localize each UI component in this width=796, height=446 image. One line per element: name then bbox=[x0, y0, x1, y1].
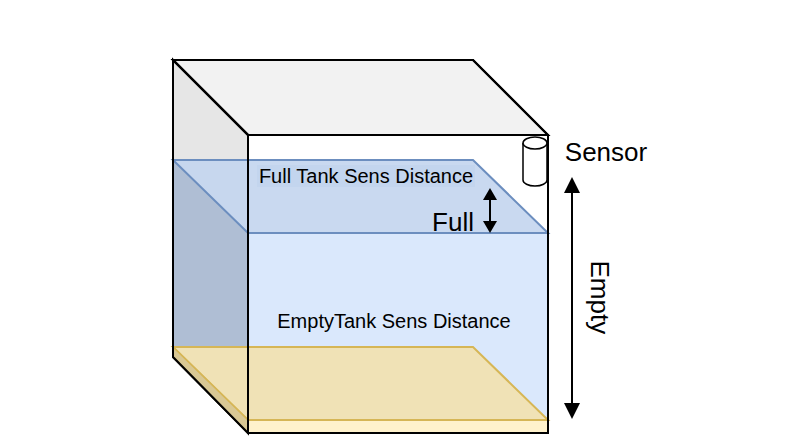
tank-edge bbox=[173, 60, 248, 433]
arrow-head bbox=[483, 221, 497, 233]
empty-label: Empty bbox=[586, 260, 615, 334]
arrow-head bbox=[564, 177, 580, 193]
tank-edge bbox=[173, 60, 548, 135]
tank-edge bbox=[248, 135, 548, 433]
sediment-side bbox=[173, 347, 248, 433]
arrow-head bbox=[483, 188, 497, 200]
water-surface bbox=[173, 160, 548, 233]
distance-label: Full Tank Sens Distance bbox=[257, 165, 475, 187]
full-arrow bbox=[483, 188, 497, 233]
sediment-front bbox=[248, 420, 548, 433]
sensor-symbol bbox=[523, 137, 547, 186]
sensor-top bbox=[523, 137, 547, 149]
arrow-head bbox=[564, 403, 580, 419]
sensor-label: Sensor bbox=[565, 138, 647, 167]
distance-label: EmptyTank Sens Distance bbox=[277, 310, 510, 332]
arrow-line bbox=[489, 196, 491, 225]
full-label: Full bbox=[432, 208, 474, 237]
empty-arrow bbox=[564, 177, 580, 419]
arrow-line bbox=[571, 186, 573, 410]
